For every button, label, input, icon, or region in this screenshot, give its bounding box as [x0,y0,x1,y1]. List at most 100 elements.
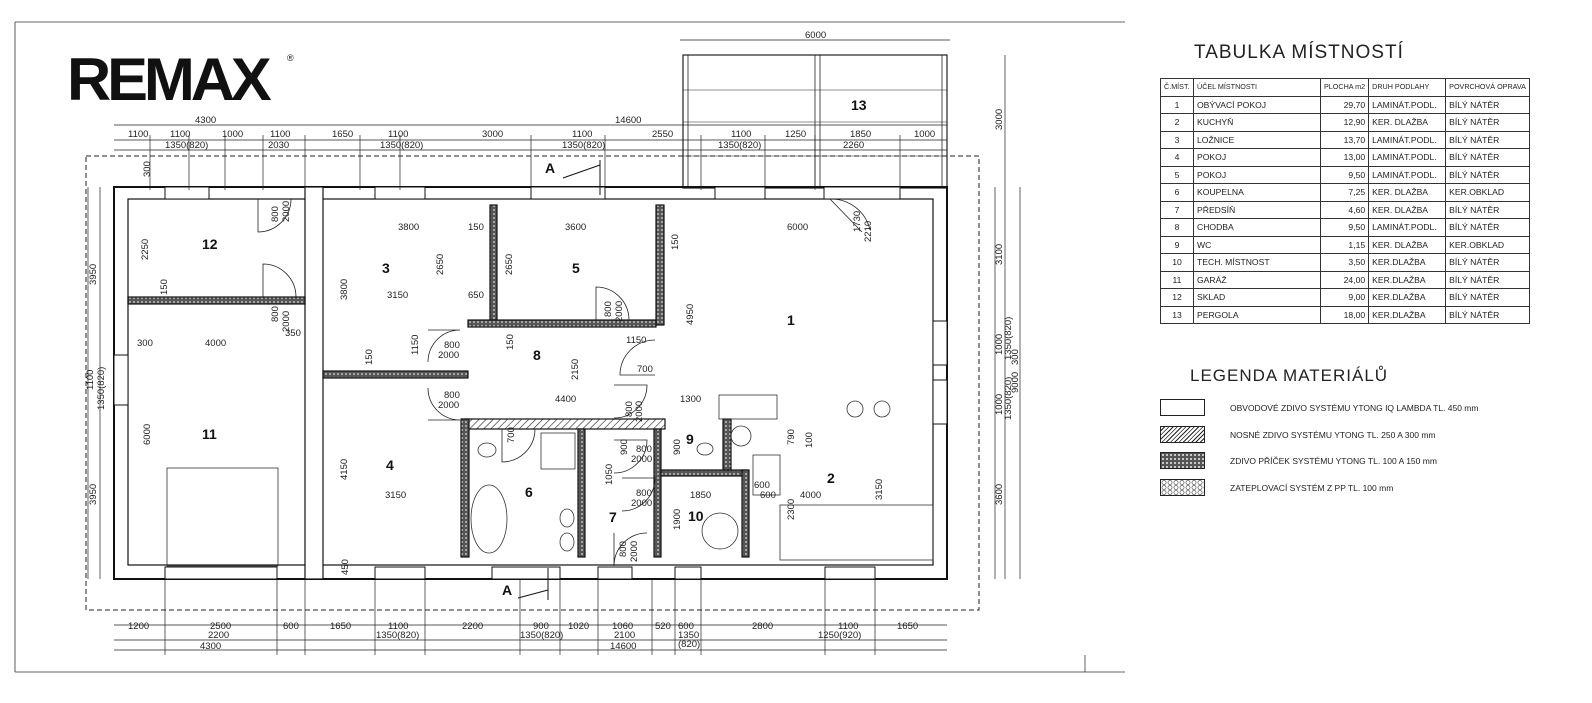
svg-text:2550: 2550 [652,129,673,140]
room-table-cell: 29,70 [1319,95,1370,114]
svg-text:100: 100 [804,432,815,448]
svg-text:1350(820): 1350(820) [562,140,605,151]
svg-text:4400: 4400 [555,394,576,405]
room-table-cell: TECH. MÍSTNOST [1193,253,1321,272]
svg-text:3000: 3000 [994,109,1005,130]
insulation-outline [85,155,980,611]
room-table-cell: BÍLÝ NÁTĚR [1445,218,1530,237]
room-label-1: 1 [787,312,795,328]
section-line [517,160,601,600]
svg-text:1100: 1100 [85,370,96,390]
svg-text:700: 700 [637,364,653,375]
svg-text:1650: 1650 [332,129,353,140]
svg-text:2100: 2100 [614,630,635,641]
svg-text:450: 450 [340,559,351,575]
room-label-2: 2 [827,470,835,486]
svg-text:600: 600 [283,621,299,632]
bearing-walls [127,186,750,580]
svg-text:1100: 1100 [128,129,148,140]
svg-text:2800: 2800 [752,621,773,632]
svg-text:1300: 1300 [680,394,701,405]
room-table-cell: LAMINÁT.PODL. [1368,95,1447,114]
room-table-cell: 13 [1160,305,1194,324]
room-table-cell: 18,00 [1319,305,1370,324]
room-label-4: 4 [386,457,394,473]
svg-text:1000: 1000 [222,129,243,140]
svg-text:9000: 9000 [1010,372,1021,393]
svg-text:2000: 2000 [631,454,652,465]
room-table-cell: BÍLÝ NÁTĚR [1445,200,1530,219]
room-table-cell: KER.OBKLAD [1445,235,1530,254]
svg-text:1850: 1850 [850,129,871,140]
legend-text: ZATEPLOVACÍ SYSTÉM Z PP TL. 100 mm [1230,483,1394,493]
svg-text:3950: 3950 [88,484,99,505]
svg-text:3800: 3800 [398,222,419,233]
header-cell: Č.MÍST. [1160,78,1194,97]
svg-text:1350(820): 1350(820) [1003,377,1014,420]
svg-text:350: 350 [285,328,301,339]
svg-text:3600: 3600 [994,484,1005,505]
svg-text:2000: 2000 [281,311,292,332]
room-label-13: 13 [851,97,867,113]
svg-text:150: 150 [505,334,516,350]
svg-text:4300: 4300 [200,641,221,652]
legend-text: ZDIVO PŘÍČEK SYSTÉMU YTONG TL. 100 A 150… [1230,456,1437,466]
room-table-cell: 2 [1160,113,1194,132]
svg-text:1100: 1100 [170,129,190,140]
room-table-cell: POKOJ [1193,165,1321,184]
room-table-cell: BÍLÝ NÁTĚR [1445,270,1530,289]
room-table-cell: 24,00 [1319,270,1370,289]
svg-text:1850: 1850 [690,490,711,501]
room-table-cell: LAMINÁT.PODL. [1368,218,1447,237]
room-label-5: 5 [572,260,580,276]
room-table-cell: GARÁŽ [1193,270,1321,289]
svg-text:150: 150 [364,349,375,365]
svg-text:1350(820): 1350(820) [380,140,423,151]
header-cell: DRUH PODLAHY [1368,78,1447,97]
svg-text:600: 600 [760,490,776,501]
svg-text:1350(820): 1350(820) [96,367,107,410]
svg-text:150: 150 [468,222,484,233]
room-table-cell: 1,15 [1319,235,1370,254]
svg-text:1200: 1200 [128,621,149,632]
dimension-texts: 6000 4300 14600 1100 1100 1000 1100 1650… [85,30,1021,652]
windows [113,186,948,580]
svg-text:300: 300 [142,161,153,177]
svg-text:3150: 3150 [385,490,406,501]
svg-text:3600: 3600 [565,222,586,233]
room-table-cell: KOUPELNA [1193,183,1321,202]
header-cell: ÚČEL MÍSTNOSTI [1193,78,1321,97]
svg-text:2210: 2210 [863,221,874,242]
room-table-cell: KER. DLAŽBA [1368,235,1447,254]
svg-text:1100: 1100 [388,621,408,632]
dimension-lines [87,39,1086,672]
svg-text:150: 150 [159,279,170,295]
svg-text:2260: 2260 [843,140,864,151]
svg-text:800: 800 [270,206,281,222]
svg-text:4000: 4000 [800,490,821,501]
room-table-cell: BÍLÝ NÁTĚR [1445,288,1530,307]
svg-text:800: 800 [618,541,629,557]
svg-text:1650: 1650 [897,621,918,632]
legend-swatch-dots [1160,452,1205,469]
room-table-cell: BÍLÝ NÁTĚR [1445,95,1530,114]
room-table-cell: 8 [1160,218,1194,237]
room-table-cell: 11 [1160,270,1194,289]
room-table-cell: 9,00 [1319,288,1370,307]
svg-text:2000: 2000 [629,541,640,562]
room-table-cell: 3,50 [1319,253,1370,272]
svg-text:800: 800 [636,444,652,455]
svg-text:1730: 1730 [852,211,863,232]
registered-mark: ® [287,53,294,63]
svg-text:1060: 1060 [612,621,633,632]
room-table-cell: KER.OBKLAD [1445,183,1530,202]
svg-text:2150: 2150 [570,359,581,380]
